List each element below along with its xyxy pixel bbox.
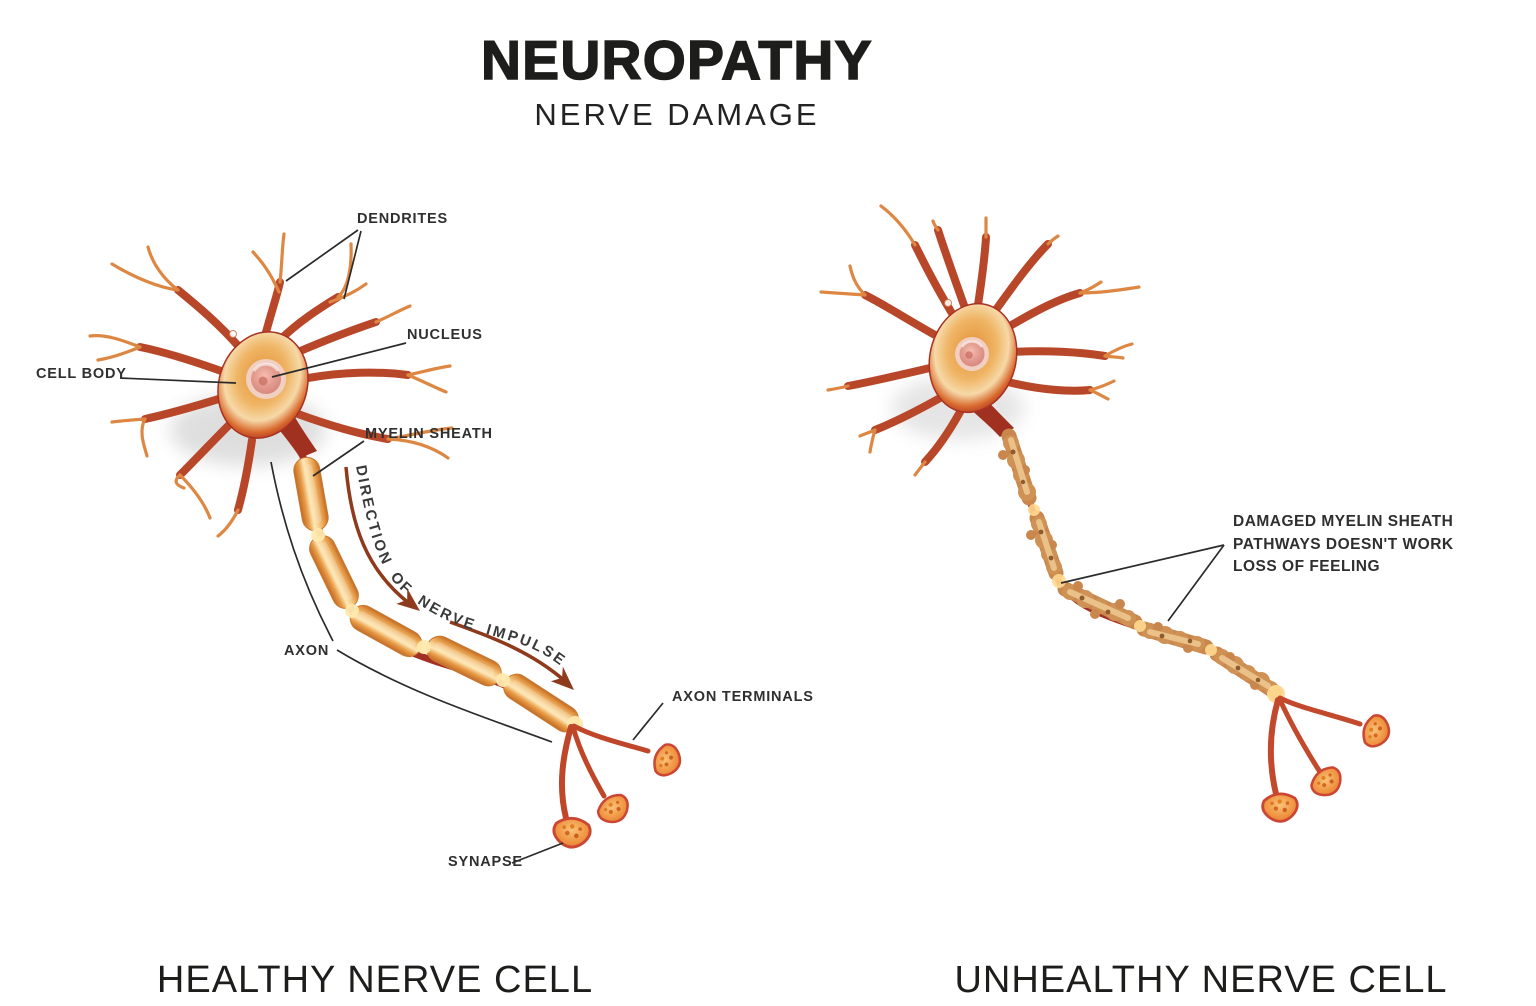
axon-terminal-branches bbox=[559, 723, 651, 821]
leader-myelin-sheath bbox=[312, 440, 365, 477]
axon-terminal-branches bbox=[1267, 695, 1363, 797]
label-axon: AXON bbox=[284, 643, 330, 659]
annotation-line: LOSS OF FEELING bbox=[1233, 558, 1381, 576]
page-title: NEUROPATHY bbox=[480, 28, 873, 92]
damaged-myelin-segments bbox=[998, 428, 1285, 703]
leader-damaged-2 bbox=[1167, 544, 1225, 622]
synapse-knob bbox=[649, 740, 686, 781]
leader-cell-body bbox=[119, 377, 237, 384]
synapse-knob bbox=[592, 788, 636, 830]
leader-axon-terminals bbox=[632, 702, 664, 741]
caption-unhealthy-nerve-cell: UNHEALTHY NERVE CELL bbox=[954, 959, 1448, 1001]
nucleus-shape bbox=[955, 337, 989, 371]
dendrites-group bbox=[88, 232, 454, 538]
leader-synapse bbox=[511, 842, 564, 864]
cell-membrane-dot bbox=[229, 330, 237, 338]
nucleus-shape bbox=[246, 359, 286, 399]
annotation-damaged-myelin: DAMAGED MYELIN SHEATH PATHWAYS DOESN'T W… bbox=[1233, 511, 1454, 579]
caption-healthy-nerve-cell: HEALTHY NERVE CELL bbox=[156, 959, 594, 1001]
leader-dendrites-1 bbox=[285, 229, 359, 282]
dendrites-group bbox=[819, 204, 1141, 477]
annotation-line: PATHWAYS DOESN'T WORK bbox=[1233, 535, 1454, 553]
synapse-knob bbox=[1260, 791, 1301, 825]
label-synapse: SYNAPSE bbox=[448, 854, 523, 870]
healthy-neuron-illustration: DIRECTION OF NERVE IMPULSE bbox=[88, 232, 686, 850]
label-cell-body: CELL BODY bbox=[36, 366, 127, 382]
myelin-sheath-segments bbox=[293, 456, 583, 733]
leader-axon-bracket-lower bbox=[336, 649, 553, 743]
leader-damaged-1 bbox=[1060, 544, 1225, 584]
impulse-arrows bbox=[344, 466, 581, 697]
label-dendrites: DENDRITES bbox=[357, 211, 448, 227]
unhealthy-neuron-illustration bbox=[819, 204, 1395, 825]
label-nucleus: NUCLEUS bbox=[407, 327, 483, 343]
cell-membrane-dot bbox=[944, 299, 952, 307]
leader-dendrites-2 bbox=[343, 230, 362, 300]
leader-axon-bracket-upper bbox=[270, 461, 334, 642]
label-myelin-sheath: MYELIN SHEATH bbox=[365, 426, 493, 442]
annotation-line: DAMAGED MYELIN SHEATH bbox=[1233, 513, 1454, 530]
leader-lines bbox=[119, 229, 1225, 864]
leader-nucleus bbox=[271, 342, 407, 378]
synapse-knob bbox=[1305, 761, 1349, 804]
label-axon-terminals: AXON TERMINALS bbox=[672, 689, 814, 705]
synapse-knob bbox=[1358, 711, 1395, 752]
synapse-knob bbox=[551, 815, 593, 850]
page-subtitle: NERVE DAMAGE bbox=[534, 97, 820, 132]
